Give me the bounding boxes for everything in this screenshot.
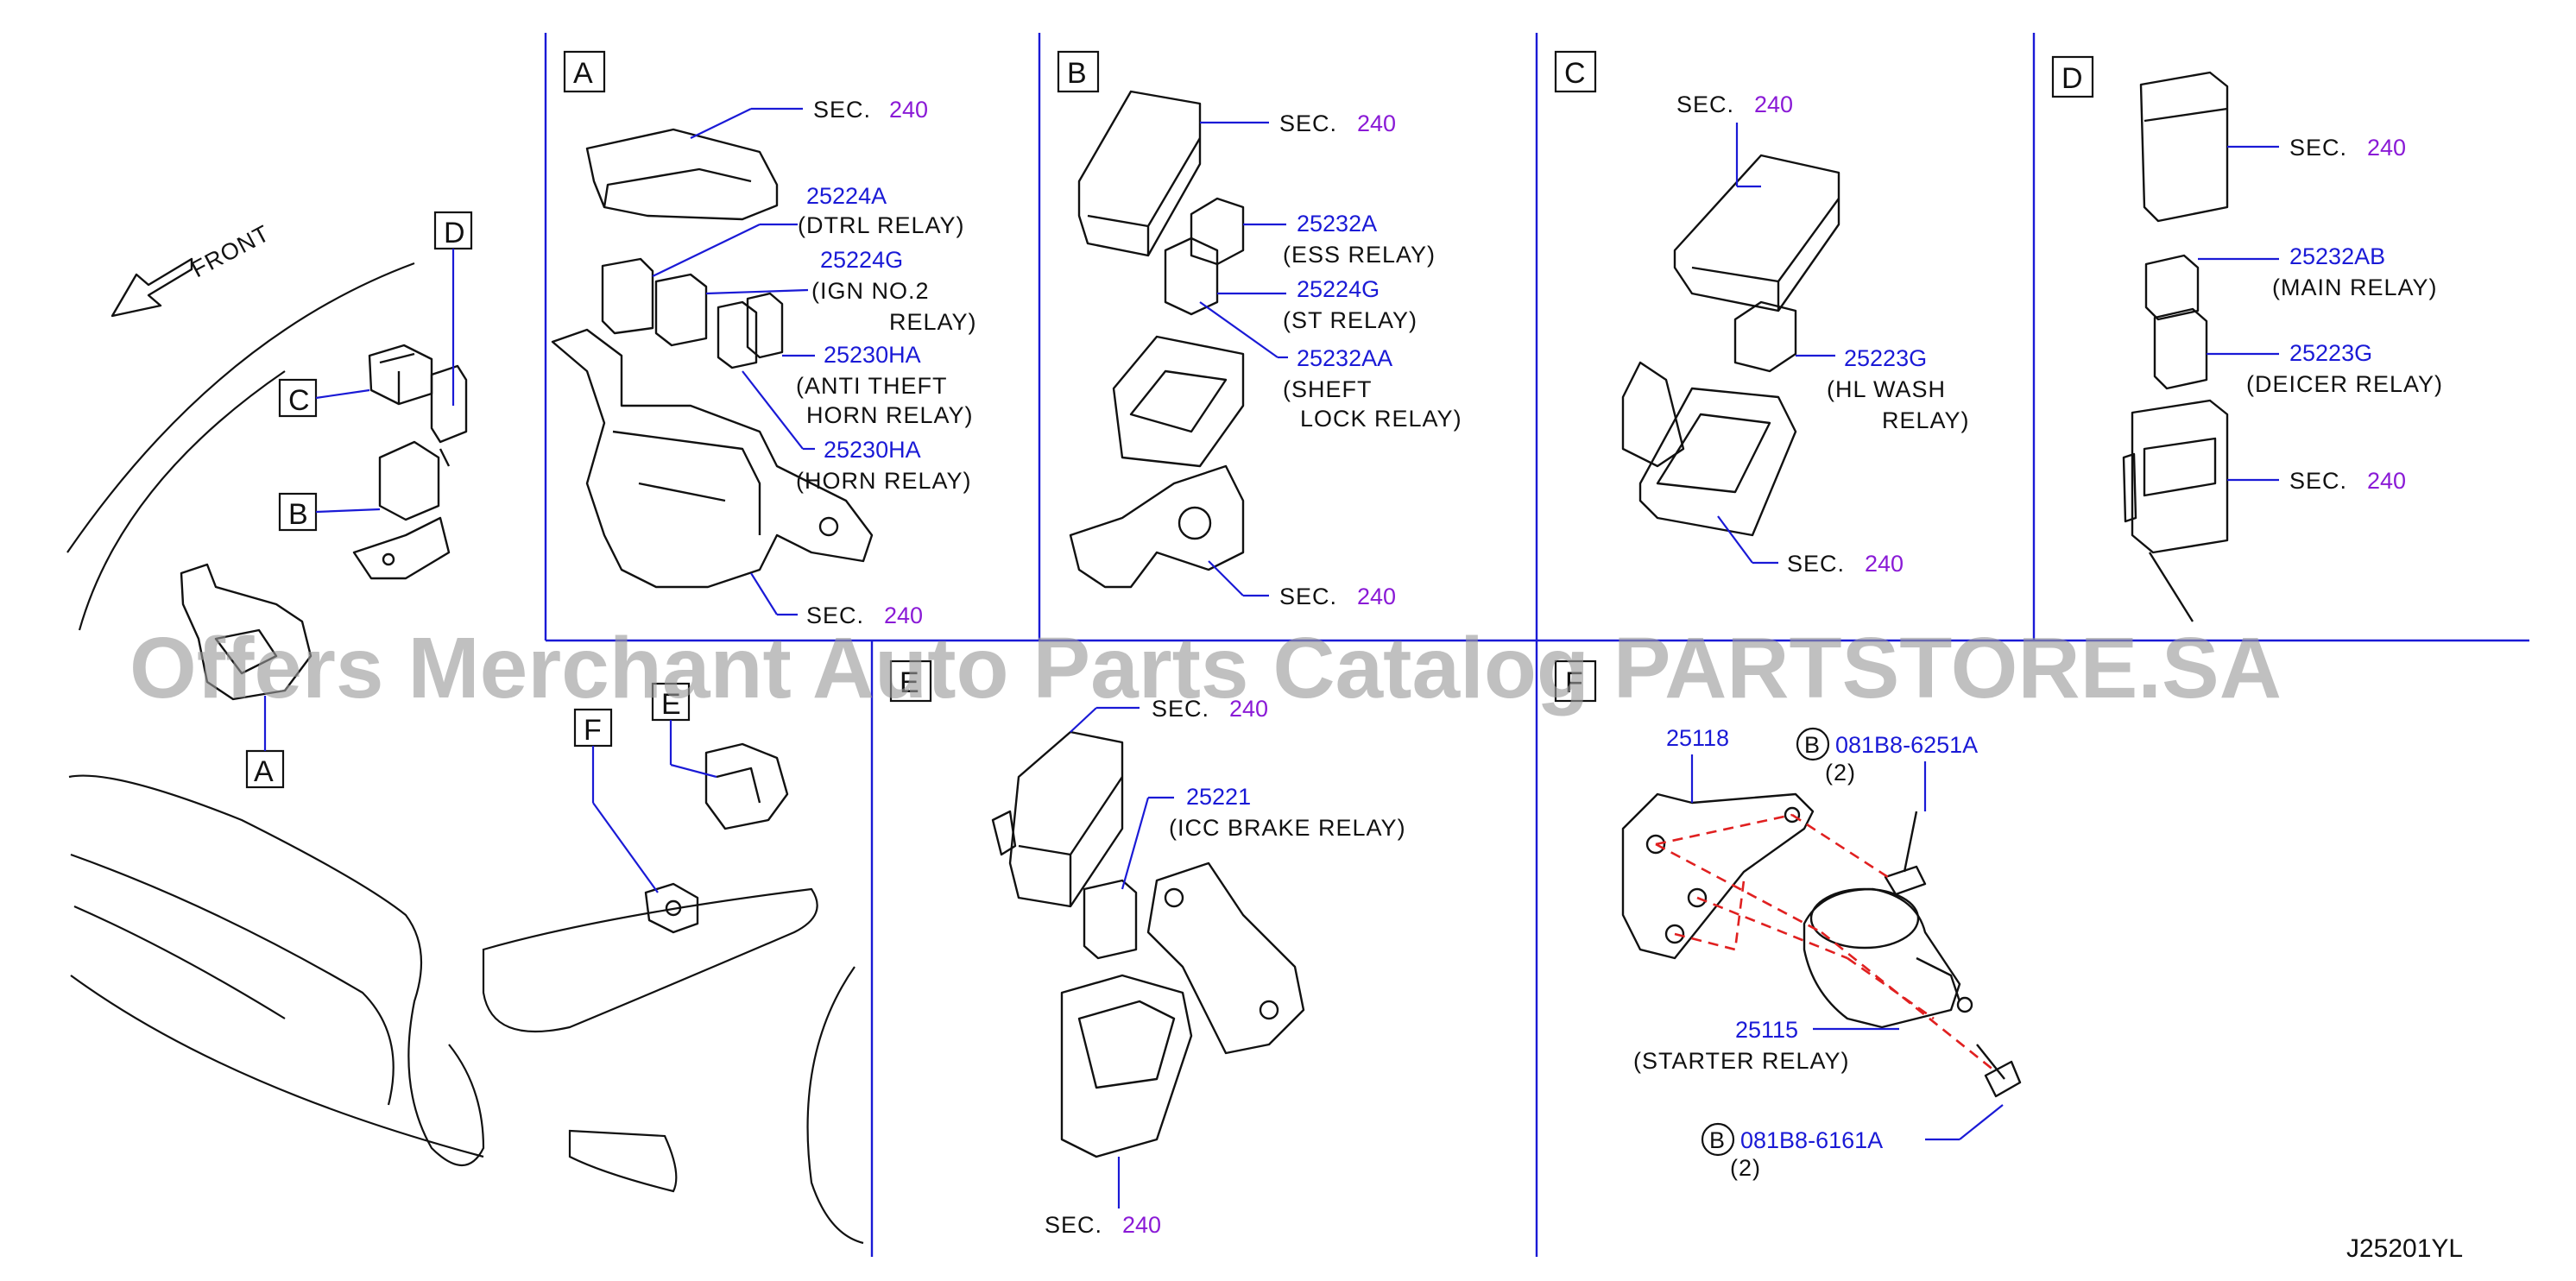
diagram-code: J25201YL xyxy=(2346,1234,2463,1263)
panel-f-part-25115: 25115 xyxy=(1735,1017,1798,1043)
panel-a-part-25230ha-2-desc: (HORN RELAY) xyxy=(796,468,972,494)
panel-b-part-25232aa: 25232AA xyxy=(1297,345,1392,371)
panel-f-bolt1-qty: (2) xyxy=(1825,760,1856,786)
panel-a-part-25230ha-1-desc2: HORN RELAY) xyxy=(806,402,974,428)
panel-b-part-25232aa-desc2: LOCK RELAY) xyxy=(1300,406,1462,432)
overview-relay-a xyxy=(180,563,313,701)
panel-d-letter: D xyxy=(2061,62,2083,95)
panel-f-bolt1-marker: B xyxy=(1804,732,1821,758)
panel-e-sec-bottom-label: SEC. xyxy=(1045,1212,1102,1238)
panel-c-sec-bottom-label: SEC. xyxy=(1787,551,1845,577)
panel-e-part-25221: 25221 xyxy=(1186,784,1251,810)
panel-d-sec-top-label: SEC. xyxy=(2289,135,2347,161)
panel-a-sec-top-label: SEC. xyxy=(813,97,871,123)
panel-b-sec-bottom-num: 240 xyxy=(1357,584,1396,609)
panel-a-part-25224a: 25224A xyxy=(806,183,887,209)
panel-f-bolt2-number: 081B8-6161A xyxy=(1740,1127,1883,1153)
panel-d-sec-top-num: 240 xyxy=(2367,135,2406,161)
panel-b-letter: B xyxy=(1067,57,1087,90)
panel-c-part-25223g-desc1: (HL WASH xyxy=(1827,376,1946,402)
panel-b-part-25232a: 25232A xyxy=(1297,211,1377,237)
panel-d-part-25223g-desc: (DEICER RELAY) xyxy=(2246,371,2443,397)
panel-b-sec-bottom-label: SEC. xyxy=(1279,584,1337,609)
panel-d-part-25232ab: 25232AB xyxy=(2289,243,2385,269)
panel-b-part-25224g-desc: (ST RELAY) xyxy=(1283,307,1417,333)
panel-a-part-25230ha-1-desc1: (ANTI THEFT xyxy=(796,373,948,399)
panel-d: D SEC. 240 25232AB (MAIN RELAY) 25223G (… xyxy=(2051,55,2443,622)
overview-relay-e xyxy=(704,742,789,830)
panel-d-sec-bottom-label: SEC. xyxy=(2289,468,2347,494)
panel-d-part-25232ab-desc: (MAIN RELAY) xyxy=(2272,274,2438,300)
panel-a-letter: A xyxy=(573,57,593,90)
panel-f-part-25118: 25118 xyxy=(1666,725,1729,751)
overview-relay-d xyxy=(430,364,468,467)
panel-d-part-25223g: 25223G xyxy=(2289,340,2372,366)
panel-a-part-25224a-desc: (DTRL RELAY) xyxy=(798,212,965,238)
overview-relay-b xyxy=(352,440,451,580)
car-outline xyxy=(66,262,864,1245)
panel-e-sec-bottom-num: 240 xyxy=(1122,1212,1161,1238)
overview-relay-f xyxy=(644,882,699,934)
panel-a-part-25224g-desc2: RELAY) xyxy=(889,309,977,335)
panel-c-letter: C xyxy=(1564,57,1586,90)
panel-a-sec-bottom-num: 240 xyxy=(884,603,923,628)
panel-f-bolt2-qty: (2) xyxy=(1730,1155,1761,1181)
panel-e-sec-top-label: SEC. xyxy=(1152,696,1209,722)
panel-c-part-25223g: 25223G xyxy=(1844,345,1927,371)
panel-a-sec-bottom-label: SEC. xyxy=(806,603,864,628)
front-label: FRONT xyxy=(187,220,275,282)
panel-e-part-25221-desc: (ICC BRAKE RELAY) xyxy=(1169,815,1406,841)
panel-f-part-25115-desc: (STARTER RELAY) xyxy=(1633,1048,1850,1074)
panel-c: C SEC. 240 25223G (HL WASH RELAY) SEC. 2… xyxy=(1554,50,1970,577)
overview-label-a: A xyxy=(254,755,274,788)
overview-label-b: B xyxy=(288,498,308,531)
panel-a-part-25224g-desc1: (IGN NO.2 xyxy=(811,278,930,304)
panel-f: F 25118 B 081B8-6251A (2) 25115 (STA xyxy=(1554,659,2022,1181)
panel-b-part-25232aa-desc1: (SHEFT xyxy=(1283,376,1373,402)
panel-b-sec-top-label: SEC. xyxy=(1279,110,1337,136)
overview-label-e: E xyxy=(661,688,681,721)
panel-e-letter: E xyxy=(900,666,919,699)
overview-relay-c xyxy=(368,344,433,406)
panel-c-sec-bottom-num: 240 xyxy=(1865,551,1904,577)
panel-f-bolt1-number: 081B8-6251A xyxy=(1835,732,1978,758)
panel-c-sec-top-num: 240 xyxy=(1754,92,1793,117)
panel-b-part-25232a-desc: (ESS RELAY) xyxy=(1283,242,1436,268)
watermark-text: Offers Merchant Auto Parts Catalog PARTS… xyxy=(129,620,2282,716)
panel-a-part-25230ha-1: 25230HA xyxy=(824,342,921,368)
panel-d-sec-bottom-num: 240 xyxy=(2367,468,2406,494)
panel-a: A SEC. 240 25224A (DTRL RELAY) 25224G (I… xyxy=(551,50,977,628)
panel-b-part-25224g: 25224G xyxy=(1297,276,1380,302)
panel-f-letter: F xyxy=(1565,666,1583,699)
overview-labels: D C B A E F xyxy=(245,211,717,893)
panel-e: E SEC. 240 25221 (ICC BRAKE RELAY) SEC. … xyxy=(889,659,1406,1238)
panel-c-part-25223g-desc2: RELAY) xyxy=(1882,407,1970,433)
front-arrow-icon: FRONT xyxy=(110,220,275,318)
panel-dividers xyxy=(544,33,2529,1257)
overview-label-f: F xyxy=(584,714,602,747)
panel-f-bolt2-marker: B xyxy=(1709,1127,1726,1153)
panel-b: B SEC. 240 25232A (ESS RELAY) 25224G (ST… xyxy=(1057,50,1462,609)
overview-label-c: C xyxy=(288,384,310,417)
panel-a-sec-top-num: 240 xyxy=(889,97,928,123)
overview-label-d: D xyxy=(444,217,465,249)
panel-a-part-25230ha-2: 25230HA xyxy=(824,437,921,463)
panel-c-sec-top-label: SEC. xyxy=(1676,92,1734,117)
panel-e-sec-top-num: 240 xyxy=(1229,696,1268,722)
panel-a-part-25224g: 25224G xyxy=(820,247,903,273)
panel-b-sec-top-num: 240 xyxy=(1357,110,1396,136)
